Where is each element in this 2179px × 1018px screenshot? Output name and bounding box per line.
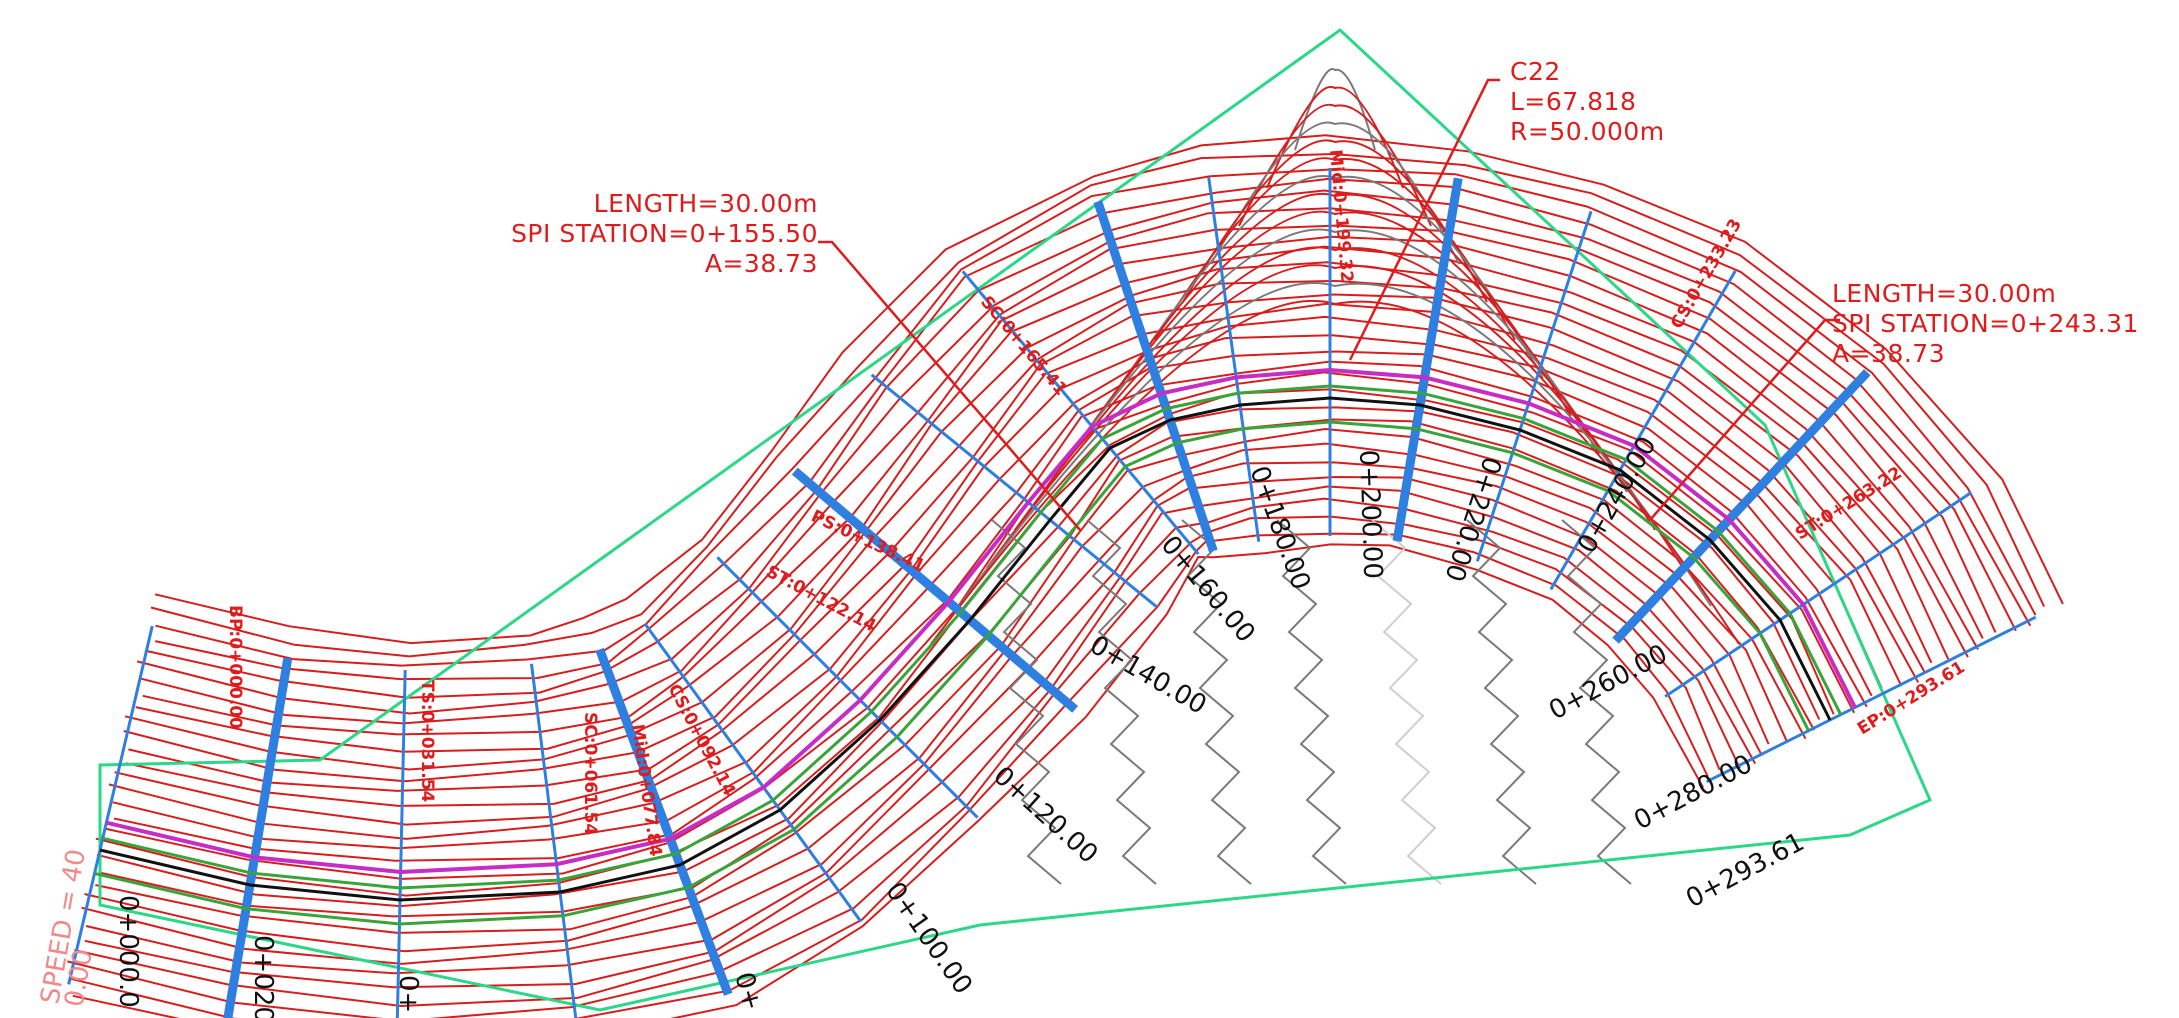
peak-contour <box>1098 192 1572 417</box>
centerline <box>99 396 1832 902</box>
c22-name: C22 <box>1510 57 1561 86</box>
cross-section-lines <box>67 168 2037 1018</box>
zigzag-contour <box>1561 519 1632 885</box>
contour-line <box>125 302 1920 807</box>
callout-spi-left: LENGTH=30.00m SPI STATION=0+155.50 A=38.… <box>511 189 818 278</box>
contour-line <box>72 543 1704 1018</box>
bp-label: BP:0+000.00 <box>225 605 245 729</box>
section-line <box>67 625 154 985</box>
contour-line <box>123 279 1933 783</box>
station-label-240: 0+240.00 <box>1572 432 1663 559</box>
peak-contour <box>1210 121 1460 265</box>
section-line <box>1705 615 2037 784</box>
peak-contour <box>1182 139 1488 303</box>
section-line <box>1392 177 1463 542</box>
peak-contour <box>1294 68 1376 151</box>
ts-label: TS:0+031.54 <box>417 680 437 802</box>
contour-line <box>113 360 1868 862</box>
contour-line <box>81 461 1770 965</box>
contour-line <box>108 334 1883 840</box>
section-line <box>1207 176 1261 542</box>
edge-line-magenta <box>105 367 1857 875</box>
spi-left-length: LENGTH=30.00m <box>594 189 818 218</box>
spi-left-a: A=38.73 <box>705 249 818 278</box>
peak-contour <box>1238 103 1432 227</box>
c22-leader <box>1348 78 1500 361</box>
peak-contour <box>1042 228 1628 493</box>
station-label-200: 0+200.00 <box>1353 449 1387 579</box>
station-label-80: 0+ <box>728 969 767 1014</box>
zigzag-contour <box>1086 519 1157 885</box>
st-label: ST:0+122.14 <box>763 562 880 637</box>
section-line <box>716 556 979 819</box>
zigzag-contour <box>1466 519 1537 885</box>
zigzag-contour <box>1276 519 1347 885</box>
section-line <box>643 622 863 923</box>
peak-contour <box>1070 210 1600 455</box>
section-line <box>223 657 293 1018</box>
station-label-280: 0+280.00 <box>1629 749 1757 836</box>
section-line <box>1093 200 1218 553</box>
contour-line <box>136 207 1997 715</box>
speed-annotation: SPEED = 40 0.00 <box>35 847 99 1009</box>
mid-label-1: Mid:0+077.84 <box>627 723 665 858</box>
spi-right-leader <box>1649 318 1840 521</box>
station-label-120: 0+120.00 <box>987 761 1103 870</box>
section-line <box>1664 491 1973 698</box>
section-line <box>791 467 1079 713</box>
zigzag-contour <box>991 519 1062 885</box>
callout-leaders <box>818 78 1840 531</box>
spi-right-length: LENGTH=30.00m <box>1832 279 2056 308</box>
peak-contour <box>1126 175 1544 379</box>
section-line <box>395 670 407 1018</box>
contour-line <box>96 406 1821 908</box>
contour-line <box>154 134 2064 645</box>
contour-line <box>67 515 1721 1018</box>
section-line <box>1549 270 1737 591</box>
spi-right-a: A=38.73 <box>1832 339 1945 368</box>
callout-spi-right: LENGTH=30.00m SPI STATION=0+243.31 A=38.… <box>1832 279 2139 368</box>
contour-line <box>84 442 1788 953</box>
contour-line <box>154 177 2032 681</box>
spi-left-station: SPI STATION=0+155.50 <box>511 219 818 248</box>
road-alignment <box>94 367 1857 926</box>
contour-line <box>155 168 2037 667</box>
section-line <box>529 663 578 1018</box>
contour-line <box>150 152 2046 658</box>
station-label-0: 0+000.0 <box>113 895 143 1008</box>
section-line <box>595 647 733 996</box>
section-line <box>870 373 1158 609</box>
zigzag-contour <box>1181 519 1252 885</box>
spi-left-leader <box>818 240 1081 531</box>
zigzag-contour <box>1371 519 1442 885</box>
station-label-40: 0+ <box>393 975 423 1013</box>
station-label-20: 0+020 <box>248 935 278 1018</box>
section-line <box>1475 210 1593 562</box>
station-label-180: 0+180.00 <box>1243 462 1315 594</box>
c22-radius: R=50.000m <box>1510 117 1665 146</box>
survey-boundary <box>98 28 1932 1012</box>
callout-c22: C22 L=67.818 R=50.000m <box>1510 57 1665 146</box>
edge-line-green <box>102 384 1843 890</box>
station-label-140: 0+140.00 <box>1085 630 1212 721</box>
edge-line-green-2 <box>94 420 1810 926</box>
station-label-293: 0+293.61 <box>1681 827 1809 914</box>
station-label-100: 0+100.00 <box>879 877 978 1000</box>
section-line <box>1612 369 1871 644</box>
sc-label: SC:0+061.54 <box>580 712 600 835</box>
section-line <box>961 270 1200 555</box>
c22-length: L=67.818 <box>1510 87 1636 116</box>
contour-line <box>84 485 1756 989</box>
spi-right-station: SPI STATION=0+243.31 <box>1832 309 2139 338</box>
peak-contour <box>986 264 1684 569</box>
